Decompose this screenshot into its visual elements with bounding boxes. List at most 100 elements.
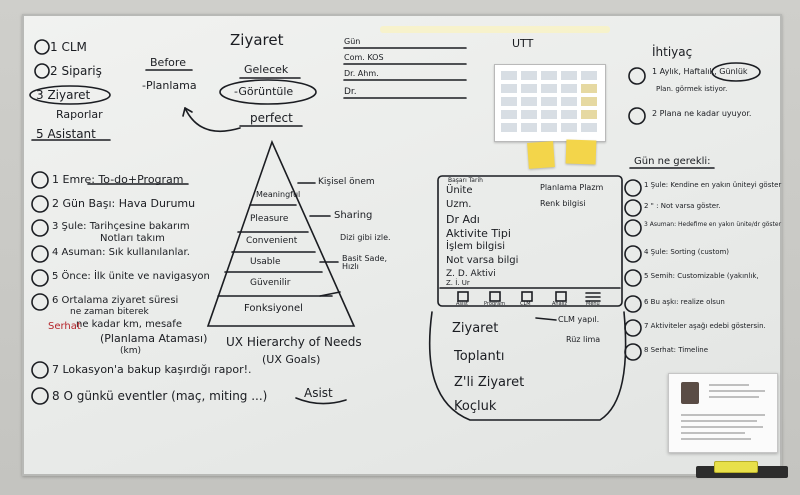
ziyaret-highlight-ellipse bbox=[29, 85, 111, 105]
gun-gerekli-item-4: 4 Şule: Sorting (custom) bbox=[644, 248, 730, 256]
arrow bbox=[535, 317, 557, 321]
list-item-clm: 1 CLM bbox=[50, 40, 87, 54]
wf-field-unite: Ünite bbox=[446, 185, 473, 196]
gun-gerekli-item-5: 5 Semih: Customizable (yakınlık, bbox=[644, 272, 759, 280]
gun-gerekli-item-8: 8 Serhat: Timeline bbox=[644, 346, 709, 354]
wf-field-zi: Z. İ. Ur bbox=[446, 279, 470, 287]
pyramid-caption: UX Hierarchy of Needs bbox=[226, 335, 362, 349]
form-com: Com. KOS bbox=[344, 53, 384, 62]
perfect-label: perfect bbox=[250, 111, 293, 125]
wf-tab-clm: CLM bbox=[520, 301, 531, 307]
todo-ortalama: 6 Ortalama ziyaret süresi bbox=[52, 295, 179, 306]
ihtiyac-item-1: 1 Aylık, Haftalık, Günlük bbox=[652, 67, 748, 76]
form-dr: Dr. bbox=[344, 87, 357, 97]
pyramid-layer-usable: Usable bbox=[250, 257, 281, 267]
pyramid-layer-convenient: Convenient bbox=[246, 236, 298, 246]
todo-ortalama-2: ne zaman biterek bbox=[70, 307, 149, 317]
wf-field-aktivite: Aktivite Tipi bbox=[446, 227, 511, 240]
printed-schedule-sheet bbox=[494, 64, 606, 142]
todo-asuman: 4 Asuman: Sık kullanılanlar. bbox=[52, 247, 190, 258]
gun-gerekli-item-6: 6 Bu aşkı: realize olsun bbox=[644, 298, 725, 306]
wf-field-dr-adi: Dr Adı bbox=[446, 213, 480, 226]
pyramid-layer-meaningful: Meaningful bbox=[256, 190, 301, 199]
gun-gerekli-item-3: 3 Asuman: Hedefime en yakın ünite/dr gös… bbox=[644, 221, 782, 228]
eraser bbox=[714, 461, 758, 473]
before-label: Before bbox=[150, 56, 186, 69]
clm-note-1: CLM yapıl. bbox=[558, 315, 600, 324]
ihtiyac-item-2: 2 Plana ne kadar uyuyor. bbox=[652, 109, 752, 118]
bottom-ziyaret: Ziyaret bbox=[452, 321, 499, 336]
note-sharing: Sharing bbox=[334, 210, 373, 221]
todo-km: (km) bbox=[120, 346, 142, 356]
gun-gerekli-item-1: 1 Şule: Kendine en yakın üniteyi göster bbox=[644, 181, 782, 189]
whiteboard bbox=[22, 14, 782, 476]
wf-tab-analiz: Analiz bbox=[552, 301, 568, 307]
bottom-zli-ziyaret: Z'li Ziyaret bbox=[454, 375, 525, 390]
arrow-head bbox=[182, 107, 193, 117]
pyramid-outline bbox=[206, 139, 356, 327]
wf-field-renk: Renk bilgisi bbox=[540, 199, 586, 208]
list-item-raporlar: Raporlar bbox=[56, 108, 103, 121]
list-number-circle bbox=[34, 63, 50, 79]
wf-field-not: Not varsa bilgi bbox=[446, 255, 519, 266]
gelecek-label: Gelecek bbox=[244, 63, 289, 76]
wf-tab-program: Program bbox=[484, 301, 506, 307]
todo-gun-basi: 2 Gün Başı: Hava Durumu bbox=[52, 197, 196, 210]
note-dizi: Dizi gibi izle. bbox=[340, 233, 391, 242]
wireframe-frame bbox=[437, 175, 623, 307]
wf-field-planlama: Planlama Plazm bbox=[540, 183, 604, 192]
list-number-circle bbox=[34, 39, 50, 55]
ihtiyac-item-1b: Plan. görmek istiyor. bbox=[656, 85, 728, 93]
light-reflection bbox=[380, 26, 610, 33]
wf-field-tarih: Başarı Tarih bbox=[448, 177, 483, 184]
person-photo bbox=[681, 382, 699, 404]
arrow bbox=[319, 291, 341, 297]
form-dr-ahm: Dr. Ahm. bbox=[344, 69, 379, 78]
wf-field-uzm: Uzm. bbox=[446, 199, 472, 210]
wf-field-zd: Z. D. Aktivi bbox=[446, 269, 496, 279]
list-item-siparis: 2 Sipariş bbox=[50, 64, 102, 78]
note-basit: Basit Sade, Hızlı bbox=[342, 254, 387, 271]
gun-gerekli-item-2: 2 " : Not varsa göster. bbox=[644, 202, 721, 210]
utt-label: UTT bbox=[512, 37, 534, 50]
pyramid-layer-pleasure: Pleasure bbox=[250, 214, 289, 224]
serhat-label: Serhat bbox=[48, 321, 81, 332]
list-item-ziyaret: 3 Ziyaret bbox=[36, 88, 91, 102]
gun-gerekli-item-7: 7 Aktiviteler aşağı edebi göstersin. bbox=[644, 322, 766, 330]
printed-profile-sheet bbox=[668, 373, 778, 453]
pyramid-layer-guvenilir: Güvenilir bbox=[250, 278, 291, 288]
goruntule-ellipse bbox=[219, 79, 317, 105]
list-item-asistant: 5 Asistant bbox=[36, 127, 96, 141]
clm-note-2: Rüz lima bbox=[566, 335, 601, 344]
form-gun: Gün bbox=[344, 37, 361, 46]
todo-asist: Asist bbox=[304, 386, 333, 400]
todo-emre: 1 Emre: To-do+Program bbox=[52, 173, 184, 186]
pyramid-layer-fonksiyonel: Fonksiyonel bbox=[244, 303, 303, 314]
todo-eventler: 8 O günkü eventler (maç, miting ...) bbox=[52, 389, 268, 403]
goruntule-label: -Görüntüle bbox=[234, 85, 294, 98]
bottom-koçluk: Koçluk bbox=[454, 399, 497, 414]
wf-tab-menu: Menü bbox=[586, 301, 600, 307]
todo-lokasyon: 7 Lokasyon'a bakup kaşırdığı rapor!. bbox=[52, 363, 252, 376]
ziyaret-title: Ziyaret bbox=[230, 31, 284, 49]
ihtiyac-title: İhtiyaç bbox=[652, 45, 693, 59]
rounded-region bbox=[428, 311, 627, 421]
todo-sule-2: Notları takım bbox=[100, 233, 165, 244]
todo-ortalama-3: ne kadar km, mesafe bbox=[76, 319, 182, 330]
wf-field-islem: İşlem bilgisi bbox=[446, 241, 506, 252]
schedule-grid bbox=[501, 71, 597, 132]
curve-arrow bbox=[184, 107, 241, 132]
planlama-label: -Planlama bbox=[142, 79, 197, 92]
todo-planlama: (Planlama Ataması) bbox=[100, 332, 208, 345]
todo-once: 5 Önce: İlk ünite ve navigasyon bbox=[52, 271, 210, 282]
todo-sule: 3 Şule: Tarihçesine bakarım bbox=[52, 221, 190, 232]
note-kisisel-onem: Kişisel önem bbox=[318, 177, 375, 187]
gun-gerekli-title: Gün ne gerekli: bbox=[634, 156, 711, 167]
wf-tab-asist: Asist bbox=[456, 301, 468, 307]
sticky-note bbox=[565, 139, 597, 165]
pyramid-subcaption: (UX Goals) bbox=[262, 353, 321, 366]
sticky-note bbox=[527, 141, 555, 169]
bottom-toplanti: Toplantı bbox=[454, 349, 505, 364]
